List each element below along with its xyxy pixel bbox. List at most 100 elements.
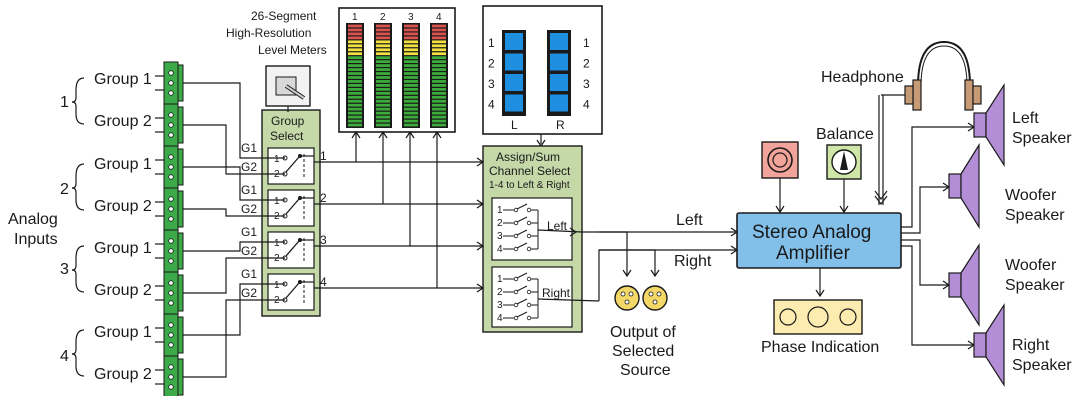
speaker-label: Woofer (1005, 187, 1057, 204)
assign-contact (513, 246, 519, 252)
terminal-screw (168, 174, 174, 180)
speaker-wire (901, 186, 949, 234)
meter-segment (348, 103, 362, 107)
assign-contact (526, 289, 532, 295)
analog-inputs-title: Inputs (14, 231, 58, 248)
xlr-pin (648, 291, 654, 297)
terminal-lip (177, 232, 184, 270)
left-signal-label: Left (676, 212, 703, 229)
meter-segment (376, 87, 390, 91)
rotary-switch-icon (265, 65, 311, 112)
meter-segment (404, 87, 418, 91)
meter-segment (432, 48, 446, 52)
meter-segment (404, 56, 418, 60)
assign-switch-number: 2 (497, 287, 503, 298)
meter-segment (404, 60, 418, 64)
balance-label: Balance (816, 126, 874, 143)
meter-segment (376, 119, 390, 123)
meter-segment (376, 48, 390, 52)
meter-segment (376, 91, 390, 95)
assign-contact (513, 289, 519, 295)
speaker-label: Woofer (1005, 257, 1057, 274)
xlr-pin (620, 291, 626, 297)
group-select: Group Select 12G1G2112G1G2212G1G2312G1G2… (241, 65, 327, 317)
meter-segment (376, 40, 390, 44)
meter-segment (376, 80, 390, 83)
meter-segment (432, 68, 446, 71)
meter-segment (376, 76, 390, 79)
right-signal-label: Right (674, 253, 712, 270)
phase-led (839, 308, 857, 326)
arrow-down-icon (874, 190, 888, 200)
meter-segment (376, 115, 390, 119)
meter-segment (348, 52, 362, 56)
terminal-screw (168, 342, 174, 348)
xlr-connector-icons (614, 285, 668, 311)
terminal-screw (168, 132, 174, 138)
meter-segment (432, 87, 446, 91)
speaker-cone (985, 82, 1005, 168)
meter-segment (404, 115, 418, 119)
terminal-lip (177, 190, 184, 228)
group-label: Group 2 (94, 282, 152, 299)
meter-segment (432, 64, 446, 67)
meter-segment (376, 60, 390, 64)
meter-segment (348, 99, 362, 103)
meter-segment (348, 123, 362, 127)
terminal-screw (168, 290, 174, 296)
speaker-wire (901, 245, 974, 346)
g1-wire (183, 82, 285, 159)
volume-knob-icon (761, 141, 799, 214)
meter-segment (432, 123, 446, 127)
level-meters: 26-Segment High-Resolution Level Meters … (226, 7, 456, 133)
input-number: 1 (60, 94, 69, 111)
g1-wire (183, 241, 285, 252)
assign-contact (513, 233, 519, 239)
terminal-screw (168, 70, 174, 76)
terminal-screw (168, 384, 174, 390)
meter-segment (348, 60, 362, 64)
meter-segment (404, 40, 418, 44)
meter-segment (432, 95, 446, 99)
assign-contact (526, 207, 532, 213)
arrow-right-icon (476, 241, 485, 251)
assign-lever (516, 298, 528, 305)
speaker-cone (960, 242, 980, 328)
meter-segment (348, 72, 362, 75)
meter-channel-label: 4 (436, 12, 442, 23)
lr-row-label: 3 (583, 77, 590, 91)
meter-segment (432, 32, 446, 36)
meter-channel-label: 1 (352, 12, 358, 23)
meter-segment (432, 91, 446, 95)
lr-led (505, 33, 523, 50)
assign-lever (516, 242, 528, 249)
meter-segment (432, 72, 446, 75)
selected-source-output: Output of Selected Source (610, 285, 676, 379)
speaker-icon (973, 332, 987, 358)
group-label: Group 1 (94, 324, 152, 341)
meter-segment (348, 68, 362, 71)
meter-segment (348, 91, 362, 95)
meter-channel-label: 2 (380, 12, 386, 23)
assign-lever (516, 216, 528, 223)
terminal-screw (168, 206, 174, 212)
speaker-wire (901, 126, 974, 228)
meter-segment (376, 103, 390, 107)
meter-channel-label: 3 (408, 12, 414, 23)
terminal-screw (168, 332, 174, 338)
arrow-up-icon (351, 130, 361, 139)
lr-row-label: 1 (583, 36, 590, 50)
meter-segment (404, 84, 418, 87)
meter-segment (432, 40, 446, 44)
meter-segment (432, 84, 446, 87)
arrow-right-icon (730, 227, 739, 237)
assign-title: Channel Select (489, 164, 571, 178)
g2-label: G2 (241, 244, 257, 258)
terminal-lip (177, 64, 184, 102)
meter-segment (376, 52, 390, 56)
headphone: Headphone (821, 40, 982, 205)
arrow-right-icon (569, 227, 578, 237)
speaker-icon (973, 112, 987, 138)
assign-switch-number: 1 (497, 274, 503, 285)
